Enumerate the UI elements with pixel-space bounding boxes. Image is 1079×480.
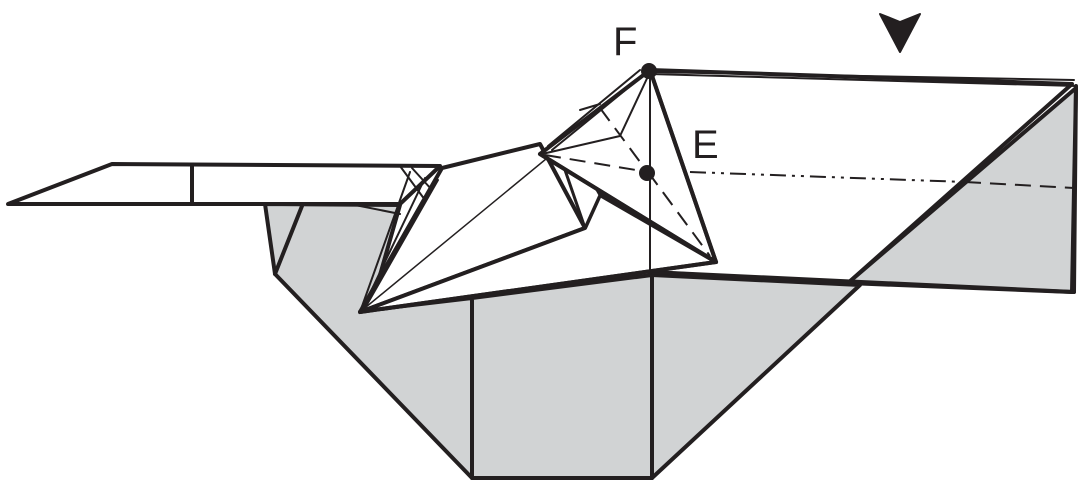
left-wing — [8, 164, 440, 204]
point-f-dot — [641, 63, 657, 79]
base-center-grey — [472, 275, 652, 478]
base-right-grey — [652, 275, 860, 478]
label-f: F — [613, 20, 637, 64]
point-e-dot — [639, 165, 655, 181]
push-arrow-icon — [880, 14, 920, 52]
right-panel-right-edge — [1074, 86, 1076, 292]
label-e: E — [692, 123, 719, 167]
